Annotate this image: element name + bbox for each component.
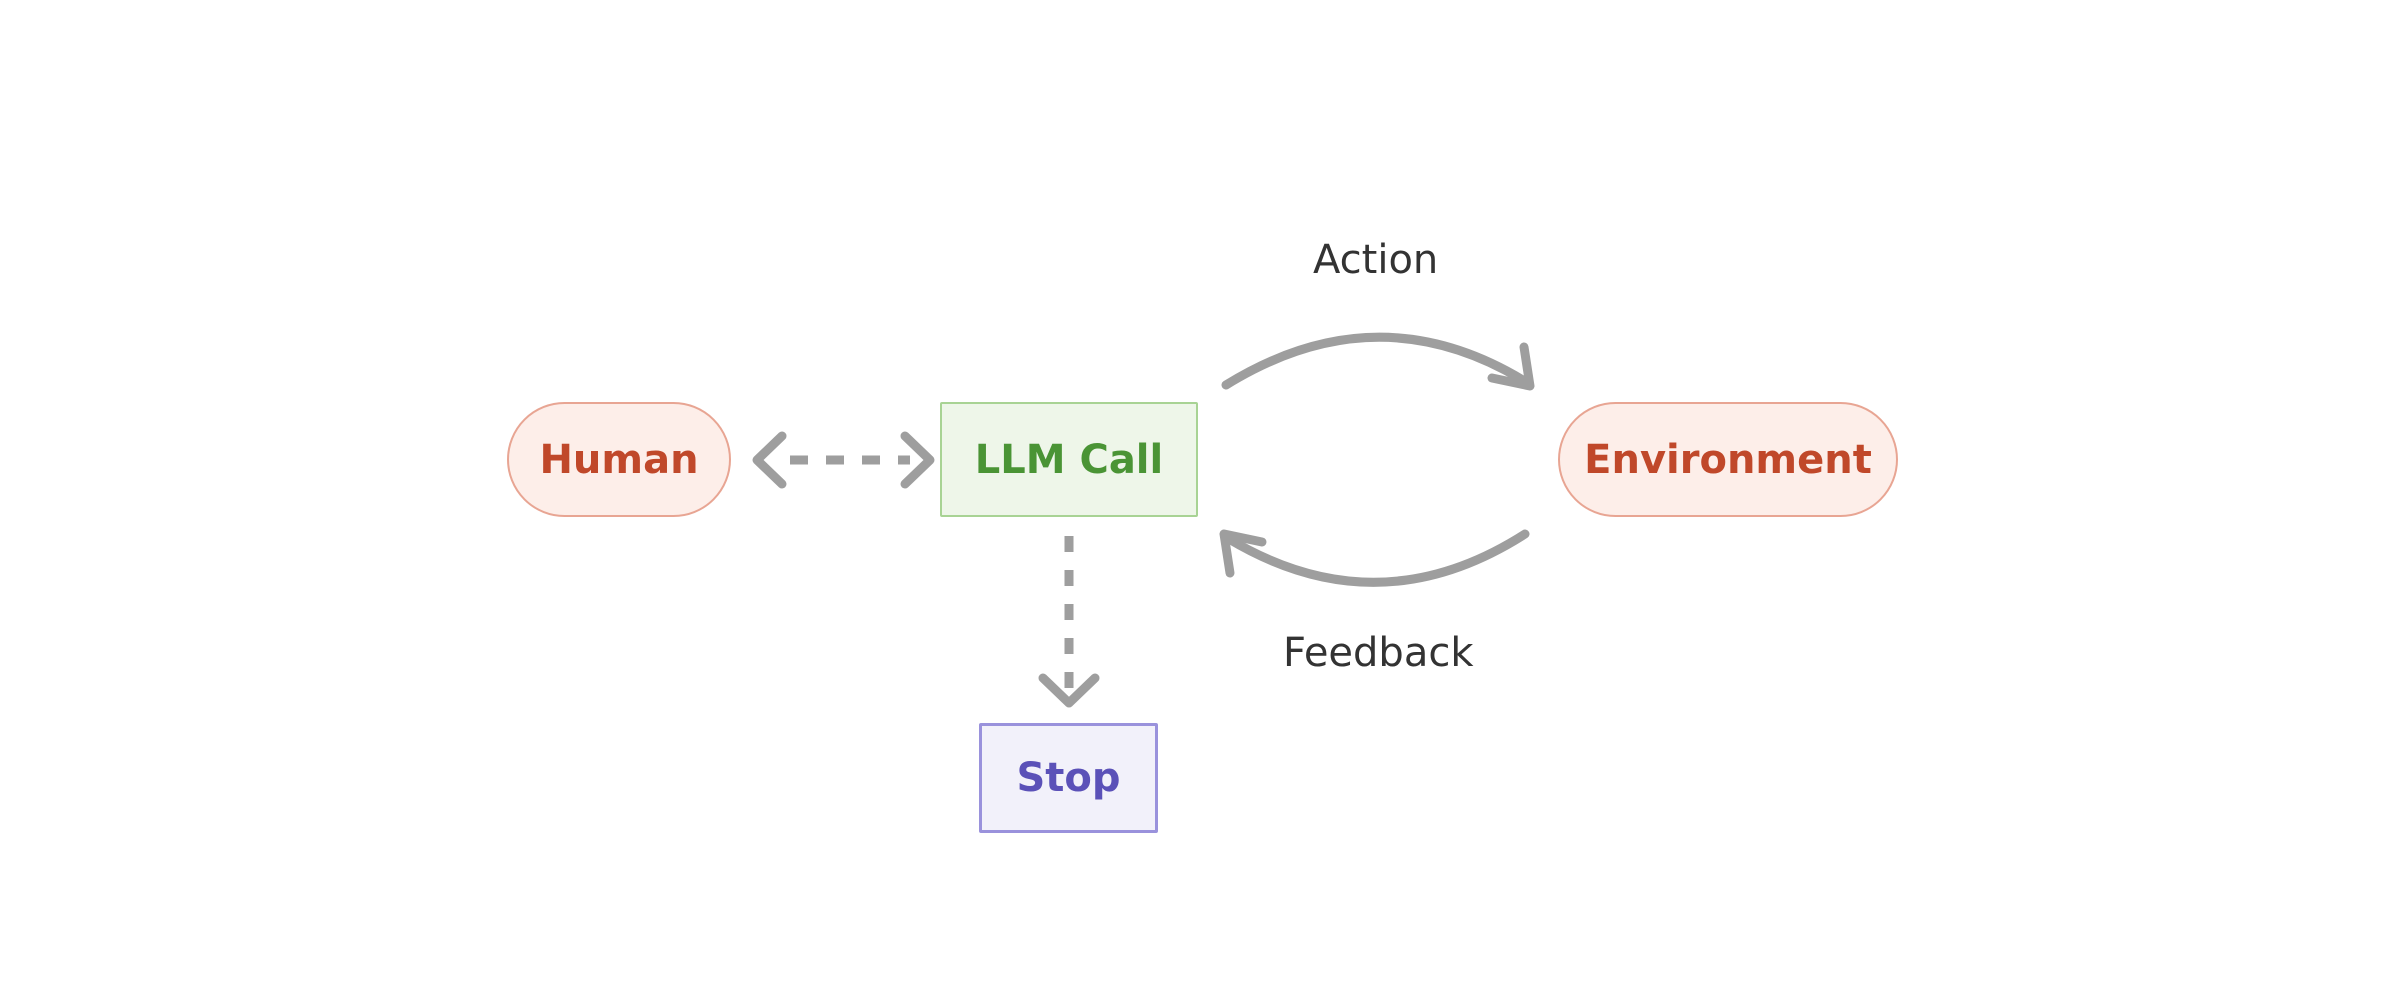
edge-label-action: Action xyxy=(1313,237,1439,283)
edge-llm-call-stop xyxy=(1038,536,1100,708)
edge-label-feedback: Feedback xyxy=(1283,630,1474,676)
edge-feedback-arc xyxy=(1219,529,1530,587)
edge-action-arc xyxy=(1221,332,1535,391)
node-llm-call-label: LLM Call xyxy=(974,436,1164,483)
arrowhead-down-icon xyxy=(1038,673,1100,708)
node-stop-label: Stop xyxy=(1016,755,1121,801)
node-human-label: Human xyxy=(539,436,699,483)
edge-feedback-arc-path xyxy=(1224,529,1530,587)
arrowhead-left-icon xyxy=(752,431,787,489)
arrowhead-right-icon xyxy=(900,431,935,489)
node-llm-call[interactable]: LLM Call xyxy=(940,402,1198,517)
node-environment-label: Environment xyxy=(1584,436,1872,483)
edge-action-arc-path xyxy=(1221,332,1531,390)
arrowhead-action-icon xyxy=(1487,342,1535,391)
arrowhead-feedback-icon xyxy=(1219,529,1267,578)
node-environment[interactable]: Environment xyxy=(1558,402,1898,517)
node-stop[interactable]: Stop xyxy=(979,723,1158,833)
edge-human-llm-call xyxy=(752,431,935,489)
node-human[interactable]: Human xyxy=(507,402,731,517)
